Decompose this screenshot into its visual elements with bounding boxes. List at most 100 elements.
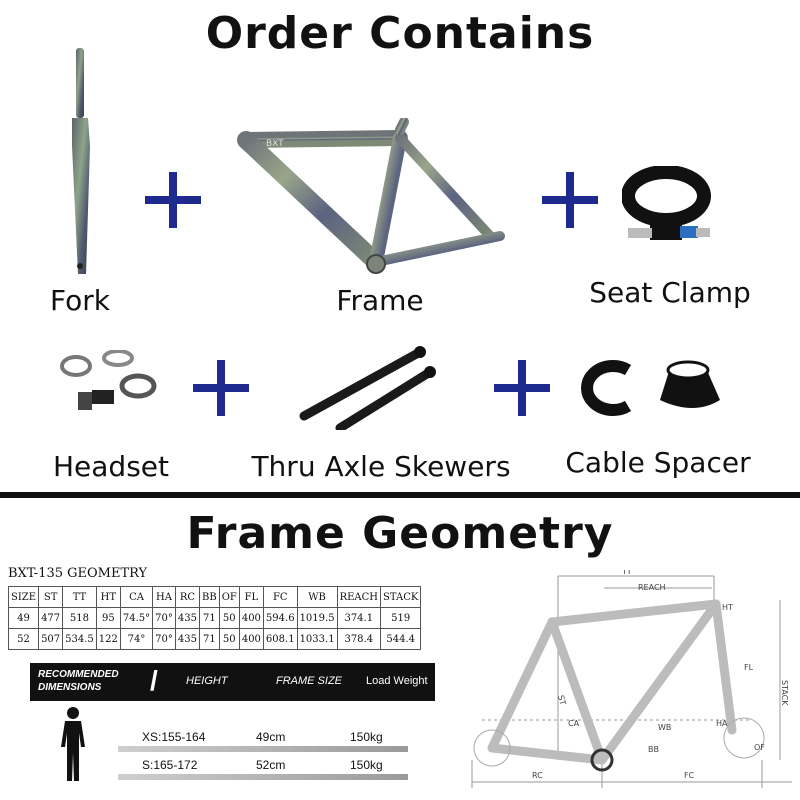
cell: 49 (7, 607, 40, 629)
col-wb: WB (296, 586, 338, 608)
cell: 52 (7, 628, 40, 650)
size-row-s: S:165-172 52cm 150kg (118, 758, 418, 776)
geometry-table-title: BXT-135 GEOMETRY (8, 566, 148, 581)
headset-image (60, 350, 157, 410)
cell: 477 (38, 607, 64, 629)
cell: 122 (95, 628, 121, 650)
label-ca: CA (568, 719, 580, 728)
cell: 50 (218, 607, 240, 629)
load-weight: 150kg (350, 730, 383, 744)
row-divider (118, 746, 408, 752)
cell: 70° (152, 628, 176, 650)
col-frame-size: FRAME SIZE (276, 675, 343, 687)
plus-icon (494, 360, 550, 416)
col-rc: RC (174, 586, 200, 608)
col-load-weight: Load Weight (366, 675, 428, 687)
cell: 1033.1 (296, 628, 338, 650)
load-weight: 150kg (350, 758, 383, 772)
fork-label: Fork (50, 284, 110, 317)
col-ca: CA (119, 586, 154, 608)
height-range: XS:155-164 (142, 730, 206, 744)
plus-icon (193, 360, 249, 416)
cell: 71 (198, 628, 220, 650)
label-tt: TT (621, 570, 632, 576)
cell: 74° (119, 628, 154, 650)
label-fl: FL (744, 663, 754, 672)
frame-geometry-title: Frame Geometry (186, 508, 614, 559)
cable-spacer-label: Cable Spacer (565, 446, 751, 479)
col-fl: FL (238, 586, 264, 608)
slash-divider-icon: / (150, 665, 158, 696)
seat-clamp-image (622, 166, 711, 240)
thru-axle-skewers-image (299, 346, 436, 430)
recommended-dimensions-bar: RECOMMENDED DIMENSIONS / HEIGHT FRAME SI… (30, 663, 435, 701)
row-divider (118, 774, 408, 780)
col-st: ST (38, 586, 64, 608)
cell: 435 (174, 628, 200, 650)
section-divider (0, 492, 800, 498)
frame-size: 52cm (256, 758, 286, 772)
plus-icon (542, 172, 598, 228)
cell: 608.1 (262, 628, 298, 650)
cell: 70° (152, 607, 176, 629)
col-ht: HT (95, 586, 121, 608)
frame-size: 49cm (256, 730, 286, 744)
cell: 519 (379, 607, 422, 629)
col-fc: FC (262, 586, 298, 608)
fork-image (72, 48, 90, 274)
cell: 435 (174, 607, 200, 629)
table-header-row: SIZE ST TT HT CA HA RC BB OF FL FC WB RE… (7, 586, 422, 608)
height-range: S:165-172 (142, 758, 198, 772)
label-ha: HA (716, 719, 728, 728)
cell: 594.6 (262, 607, 298, 629)
label-reach: REACH (638, 583, 666, 592)
rec-title-line2: DIMENSIONS (38, 682, 102, 693)
rec-title-line1: RECOMMENDED (38, 669, 119, 680)
cell: 50 (218, 628, 240, 650)
order-contains-title: Order Contains (205, 8, 595, 59)
cell: 378.4 (336, 628, 382, 650)
headset-label: Headset (52, 450, 169, 483)
label-ht: HT (722, 603, 733, 612)
cell: 74.5° (119, 607, 154, 629)
table-row: 49 477 518 95 74.5° 70° 435 71 50 400 59… (7, 607, 422, 629)
plus-icon (145, 172, 201, 228)
col-reach: REACH (336, 586, 382, 608)
label-fc: FC (684, 771, 695, 780)
cable-spacer-image (581, 360, 720, 416)
label-rc: RC (532, 771, 543, 780)
cell: 374.1 (336, 607, 382, 629)
thru-axle-skewers-label: Thru Axle Skewers (251, 450, 511, 483)
col-of: OF (218, 586, 240, 608)
table-row: 52 507 534.5 122 74° 70° 435 71 50 400 6… (7, 628, 422, 650)
frame-brand: BXT (266, 139, 284, 149)
label-st: ST (556, 694, 567, 706)
cell: 400 (238, 628, 264, 650)
cell: 518 (62, 607, 97, 629)
frame-label: Frame (336, 284, 424, 317)
cell: 507 (38, 628, 64, 650)
col-height: HEIGHT (186, 675, 228, 687)
person-icon (61, 707, 85, 781)
cell: 544.4 (379, 628, 422, 650)
col-size: SIZE (7, 586, 40, 608)
col-tt: TT (62, 586, 97, 608)
label-wb: WB (658, 723, 671, 732)
geometry-table: SIZE ST TT HT CA HA RC BB OF FL FC WB RE… (7, 586, 422, 650)
cell: 400 (238, 607, 264, 629)
cell: 534.5 (62, 628, 97, 650)
recommended-dimensions-title: RECOMMENDED DIMENSIONS (38, 668, 119, 694)
seat-clamp-label: Seat Clamp (589, 276, 751, 309)
size-row-xs: XS:155-164 49cm 150kg (118, 730, 418, 748)
label-stack: STACK (780, 680, 789, 706)
col-stack: STACK (379, 586, 422, 608)
cell: 1019.5 (296, 607, 338, 629)
frame-image: BXT (237, 118, 505, 274)
col-ha: HA (152, 586, 176, 608)
cell: 95 (95, 607, 121, 629)
cell: 71 (198, 607, 220, 629)
col-bb: BB (198, 586, 220, 608)
label-bb: BB (648, 745, 659, 754)
frame-geometry-diagram: TT REACH HT STACK ST FL CA WB HA BB OF R… (471, 570, 792, 788)
label-of: OF (754, 743, 765, 752)
